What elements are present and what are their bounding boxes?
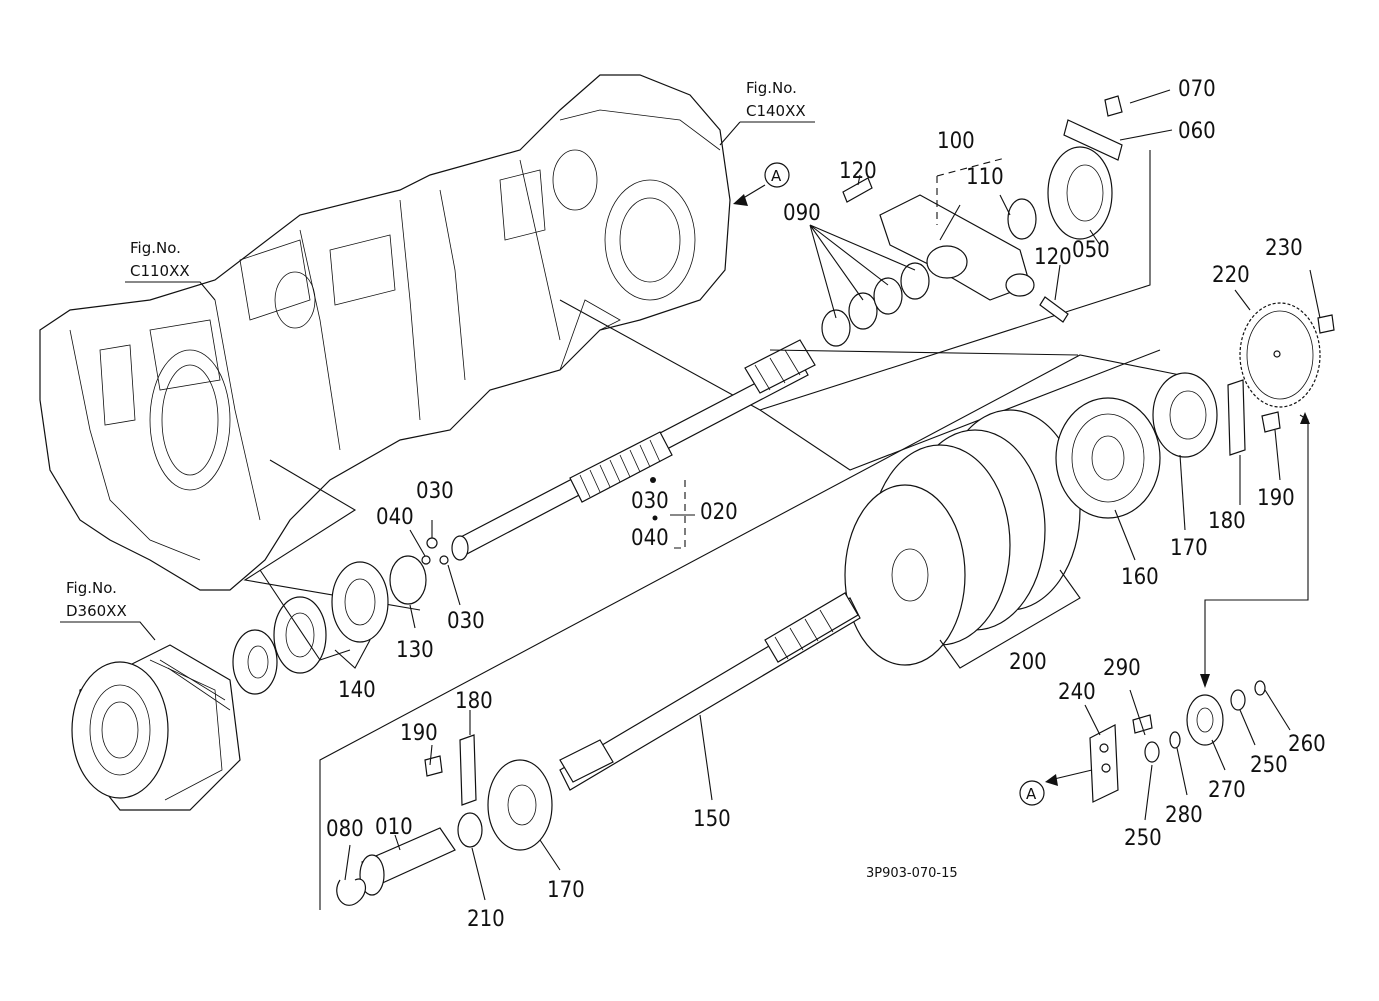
part-label: 160: [1121, 565, 1159, 590]
washer-250-lower: [1144, 741, 1160, 763]
part-label: 180: [1208, 509, 1246, 534]
bolt-190-lower: [424, 755, 443, 777]
seal-110: [1007, 198, 1037, 240]
part-label: 150: [693, 807, 731, 832]
marker-a-upper: A: [764, 162, 790, 188]
part-label: 070: [1178, 77, 1216, 102]
leader-lines: [344, 89, 1321, 901]
leader-frame-lower: [319, 354, 1181, 910]
transmission-housing: [39, 74, 731, 591]
part-label: 050: [1072, 238, 1110, 263]
part-label: 060: [1178, 119, 1216, 144]
part-label: 220: [1212, 263, 1250, 288]
part-label: 210: [467, 907, 505, 932]
marker-letter: A: [771, 167, 782, 185]
collar-010: [359, 827, 456, 896]
thrust-washer: [232, 629, 278, 695]
dot-marker: [652, 515, 658, 521]
pulley-200: [844, 409, 1081, 666]
part-label: 030: [631, 489, 669, 514]
bolt-230: [1317, 314, 1335, 334]
bearing-140: [273, 561, 389, 674]
marker-a-lower: A: [1019, 780, 1045, 806]
washer-250-upper: [1230, 689, 1246, 711]
bolt-190-upper: [1261, 411, 1281, 433]
fig-ref-title: Fig.No.: [746, 79, 797, 97]
part-label: 170: [547, 878, 585, 903]
part-label: 040: [376, 505, 414, 530]
bearing-170-upper: [1152, 372, 1218, 458]
part-label: 010: [375, 815, 413, 840]
plate-180-upper: [1227, 379, 1246, 456]
part-label: 190: [400, 721, 438, 746]
bolt-070: [1104, 95, 1123, 117]
sprocket-220: [1239, 302, 1321, 408]
dot-marker: [650, 477, 656, 483]
gear-160: [1055, 397, 1161, 519]
fig-ref-title: Fig.No.: [66, 579, 117, 597]
part-label: 080: [326, 817, 364, 842]
plate-180-lower: [459, 734, 477, 806]
bearing-050: [1047, 146, 1113, 240]
part-label: 110: [966, 165, 1004, 190]
output-shaft-150: [559, 592, 861, 791]
part-label: 040: [631, 526, 669, 551]
part-label: 170: [1170, 536, 1208, 561]
part-label: 120: [1034, 245, 1072, 270]
cross-shaft-100: [842, 177, 1069, 323]
part-label: 280: [1165, 803, 1203, 828]
ring-280: [1169, 731, 1181, 749]
clip-260: [1254, 680, 1266, 696]
snap-ring-130: [389, 555, 427, 605]
part-label: 020: [700, 500, 738, 525]
clutch-pack: [71, 644, 241, 811]
part-label: 250: [1250, 753, 1288, 778]
part-label: 240: [1058, 680, 1096, 705]
fig-ref-code: C140XX: [746, 102, 806, 120]
part-label: 250: [1124, 826, 1162, 851]
drawing-code: 3P903-070-15: [866, 866, 958, 881]
part-label: 090: [783, 201, 821, 226]
part-label: 180: [455, 689, 493, 714]
fig-ref-title: Fig.No.: [130, 239, 181, 257]
part-label: 100: [937, 129, 975, 154]
marker-letter: A: [1026, 785, 1037, 803]
part-label: 260: [1288, 732, 1326, 757]
part-label: 290: [1103, 656, 1141, 681]
ball-040: [421, 555, 431, 565]
gear-270: [1186, 694, 1224, 746]
figure-ref-c140: Fig.No. C140XX: [719, 79, 815, 146]
figure-ref-d360: Fig.No. D360XX: [60, 579, 156, 641]
part-label: 030: [416, 479, 454, 504]
plate-060: [1063, 119, 1123, 161]
part-label: 200: [1009, 650, 1047, 675]
dowel-pin-030: [426, 537, 438, 549]
ball-030: [439, 555, 449, 565]
snap-ring-210: [457, 812, 483, 848]
bracket-240: [1089, 724, 1119, 803]
bearing-170-lower: [487, 759, 553, 851]
part-label: 130: [396, 638, 434, 663]
main-shaft: [451, 339, 816, 561]
part-label: 030: [447, 609, 485, 634]
part-label: 270: [1208, 778, 1246, 803]
part-label: 120: [839, 159, 877, 184]
seal-rings-090: [821, 262, 930, 347]
fig-ref-code: C110XX: [130, 262, 190, 280]
part-label: 230: [1265, 236, 1303, 261]
bolt-290: [1132, 714, 1153, 734]
part-label: 140: [338, 678, 376, 703]
part-label: 190: [1257, 486, 1295, 511]
part-labels: 070 060 100 120 110 090 050 120 230 220 …: [326, 77, 1326, 932]
figure-ref-c110: Fig.No. C110XX: [125, 239, 216, 301]
snap-ring-080: [336, 878, 367, 906]
fig-ref-code: D360XX: [66, 602, 127, 620]
